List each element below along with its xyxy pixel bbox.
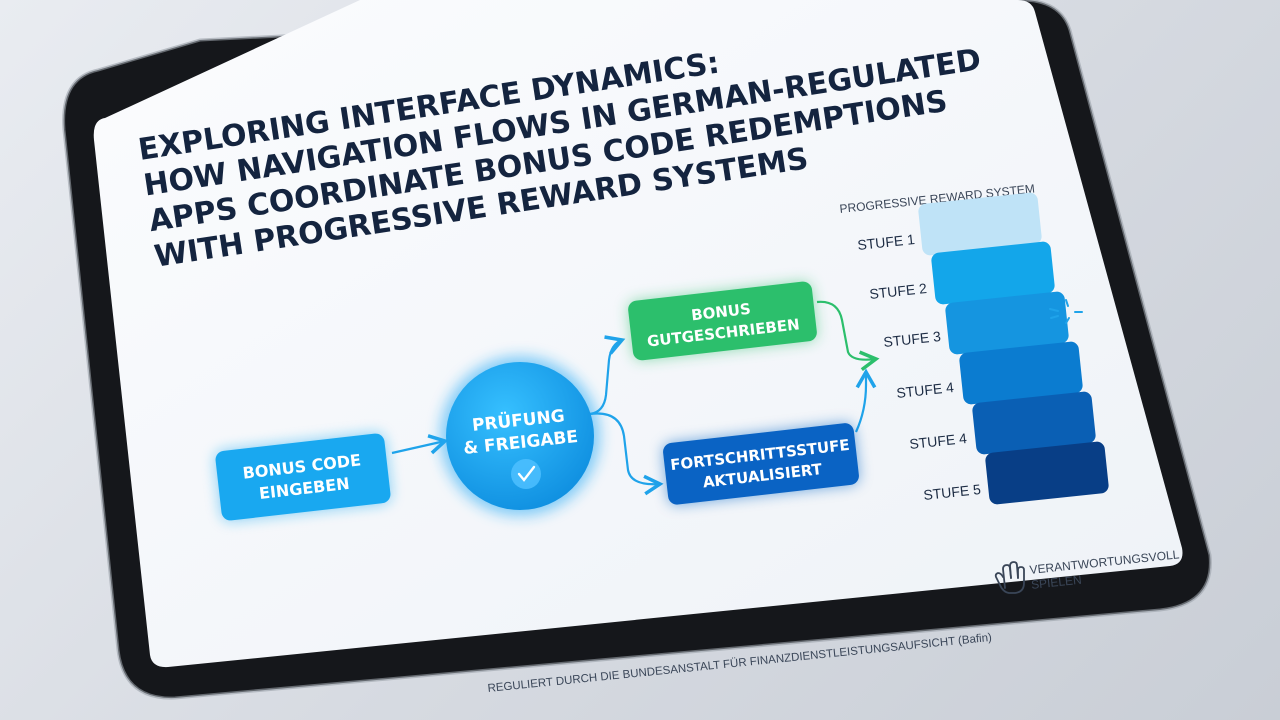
reward-stage-bar-2 bbox=[931, 241, 1055, 305]
reward-stage-label-1: STUFE 1 bbox=[857, 231, 916, 253]
node-bonus-code-eingeben: BONUS CODE EINGEBEN bbox=[215, 433, 391, 521]
reward-stage-label-4: STUFE 4 bbox=[896, 379, 955, 401]
reward-stage-bar-5 bbox=[972, 391, 1096, 455]
reward-stage-list: STUFE 1 STUFE 2 STUFE 3 STUFE 4 STUFE 4 STUFE… bbox=[857, 192, 1109, 505]
check-badge bbox=[511, 459, 541, 489]
responsible-line-2: SPIELEN bbox=[1030, 573, 1082, 592]
node-bonus-gutgeschrieben: BONUS GUTGESCHRIEBEN bbox=[628, 281, 817, 361]
node-pruefung-freigabe: PRÜFUNG & FREIGABE bbox=[440, 356, 600, 516]
reward-stage-label-5: STUFE 4 bbox=[909, 430, 968, 452]
checkmark-icon bbox=[517, 465, 536, 482]
flow-connectors bbox=[391, 300, 880, 496]
reward-stage-label-2: STUFE 2 bbox=[869, 280, 928, 302]
node-fortschrittsstufe-aktualisiert: FORTSCHRITTSSTUFE AKTUALISIERT bbox=[663, 423, 859, 505]
reward-stage-bar-1 bbox=[918, 192, 1042, 256]
reward-stage-bar-4 bbox=[959, 341, 1083, 405]
hand-icon bbox=[994, 561, 1025, 594]
reward-stage-bar-3 bbox=[945, 291, 1069, 355]
sparkle-icon bbox=[1049, 299, 1083, 324]
reward-stage-label-3: STUFE 3 bbox=[883, 328, 942, 350]
reward-stage-bar-6 bbox=[985, 441, 1109, 505]
reward-stage-label-6: STUFE 5 bbox=[923, 481, 982, 503]
